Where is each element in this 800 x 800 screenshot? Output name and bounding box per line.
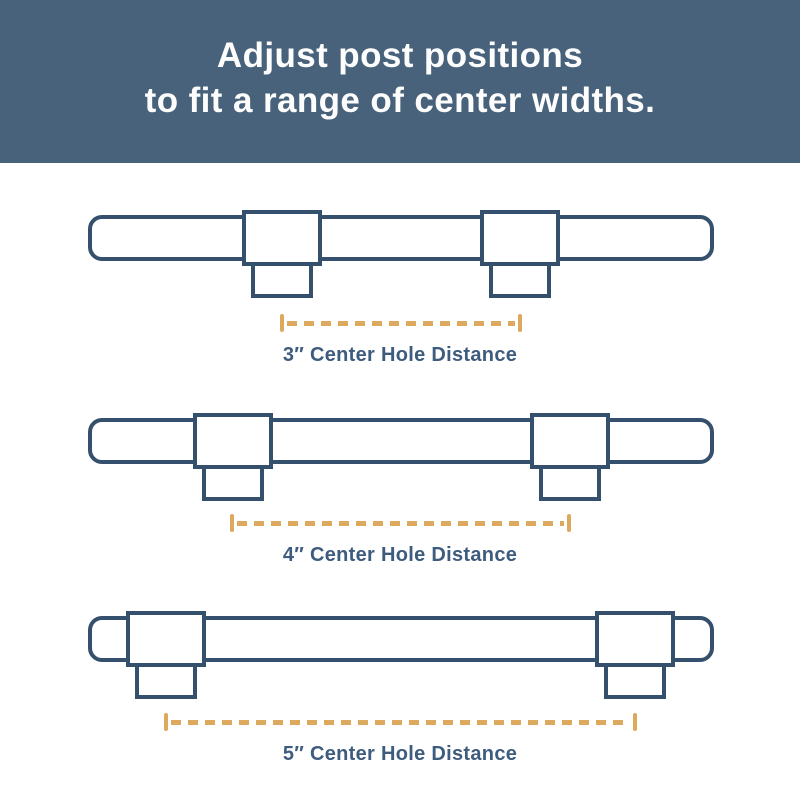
dashed-measure-line — [237, 521, 564, 526]
dimension-label: 4″ Center Hole Distance — [282, 544, 518, 566]
pull-bar — [88, 418, 714, 464]
left-post-stem — [251, 262, 313, 298]
right-post-stem — [489, 262, 551, 298]
right-post-stem — [539, 465, 601, 501]
right-post-stem — [604, 663, 666, 699]
left-post-stem — [202, 465, 264, 501]
right-post — [480, 210, 560, 266]
left-post — [193, 413, 273, 469]
dashed-measure-line — [171, 720, 630, 725]
dimension-label: 5″ Center Hole Distance — [282, 743, 518, 765]
right-post — [595, 611, 675, 667]
dimension-line — [164, 713, 637, 731]
dimension-line — [230, 514, 571, 532]
title-line-2: to fit a range of center widths. — [144, 80, 656, 120]
dimension-label: 3″ Center Hole Distance — [282, 344, 518, 366]
dimension-line — [280, 314, 522, 332]
left-post — [242, 210, 322, 266]
pull-bar — [88, 215, 714, 261]
dashed-measure-line — [287, 321, 515, 326]
title-line-1: Adjust post positions — [216, 35, 584, 75]
right-post — [530, 413, 610, 469]
title-banner: Adjust post positions to fit a range of … — [0, 0, 800, 163]
left-post-stem — [135, 663, 197, 699]
left-post — [126, 611, 206, 667]
